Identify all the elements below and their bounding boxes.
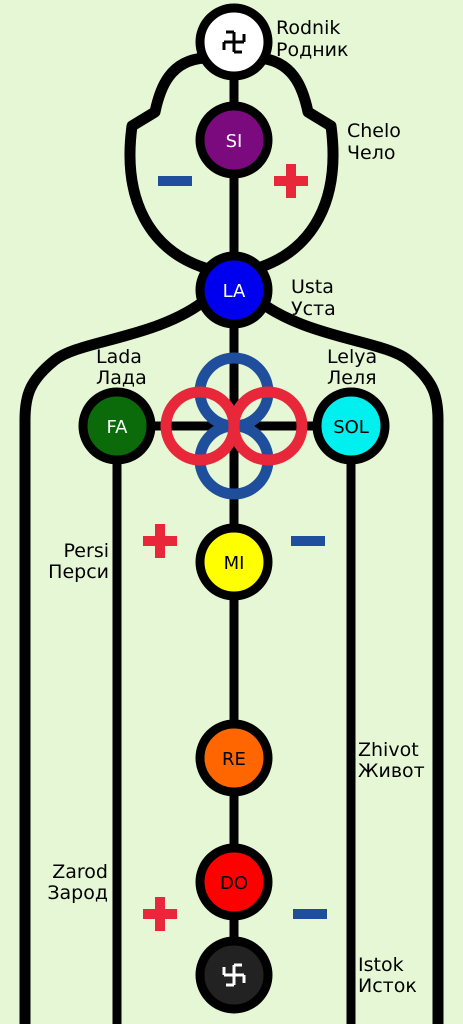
label-lada-latin: Lada: [96, 346, 142, 368]
label-lelya-cyrillic: Леля: [327, 367, 377, 389]
left-shoulder-arm: [19, 292, 214, 1024]
node-do: DO: [195, 843, 273, 921]
swastika-icon: [222, 30, 246, 54]
plus-icon: [143, 897, 177, 931]
knot-symbol: [160, 352, 308, 500]
node-si-circle: [195, 101, 273, 179]
label-usta-cyrillic: Уста: [291, 298, 336, 320]
node-istok: [195, 936, 273, 1014]
nodes: SI LA FA SOL MI RE DO: [78, 3, 390, 1014]
plus-icon: [274, 164, 308, 198]
node-sol: SOL: [312, 387, 390, 465]
node-fa-label: FA: [106, 417, 128, 438]
label-istok-latin: Istok: [358, 954, 404, 976]
node-sol-circle: [312, 387, 390, 465]
swastika-icon: [222, 963, 246, 987]
label-lada-cyrillic: Лада: [96, 367, 147, 389]
node-si: SI: [195, 101, 273, 179]
label-lelya-latin: Lelya: [327, 346, 377, 368]
label-istok-cyrillic: Исток: [358, 975, 417, 997]
label-chelo-cyrillic: Чело: [347, 142, 395, 164]
label-usta-latin: Usta: [291, 276, 334, 298]
node-mi-circle: [195, 523, 273, 601]
label-zhivot-cyrillic: Живот: [358, 760, 425, 782]
polarity-marks: [143, 164, 327, 931]
node-re-circle: [195, 719, 273, 797]
knot-ring-right: [228, 386, 308, 466]
plus-icon: [143, 524, 177, 558]
label-persi-cyrillic: Перси: [48, 561, 109, 583]
node-sol-label: SOL: [333, 417, 369, 438]
node-mi: MI: [195, 523, 273, 601]
label-zarod-latin: Zarod: [52, 861, 108, 883]
body-outline: [19, 52, 444, 1024]
head-outline: [124, 52, 211, 274]
label-rodnik-latin: Rodnik: [276, 17, 340, 39]
label-chelo-latin: Chelo: [347, 120, 401, 142]
minus-icon: [293, 909, 327, 919]
node-do-circle: [195, 843, 273, 921]
node-re-label: RE: [222, 749, 246, 770]
node-mi-label: MI: [224, 553, 245, 574]
label-zarod-cyrillic: Зарод: [47, 882, 108, 904]
region-labels: Rodnik Родник Chelo Чело Usta Уста Lada …: [47, 17, 424, 997]
right-shoulder-arm: [249, 292, 444, 1024]
label-zhivot-latin: Zhivot: [358, 739, 419, 761]
node-rodnik: [195, 3, 273, 81]
label-rodnik-cyrillic: Родник: [276, 39, 348, 61]
label-persi-latin: Persi: [64, 540, 109, 562]
node-la-circle: [195, 251, 273, 329]
head-outline-right: [252, 52, 339, 274]
minus-icon: [158, 176, 192, 186]
node-do-label: DO: [220, 873, 248, 894]
minus-icon: [291, 536, 325, 546]
node-fa-circle: [78, 387, 156, 465]
node-la: LA: [195, 251, 273, 329]
node-fa: FA: [78, 387, 156, 465]
node-re: RE: [195, 719, 273, 797]
node-la-label: LA: [223, 281, 246, 302]
node-si-label: SI: [226, 131, 243, 152]
